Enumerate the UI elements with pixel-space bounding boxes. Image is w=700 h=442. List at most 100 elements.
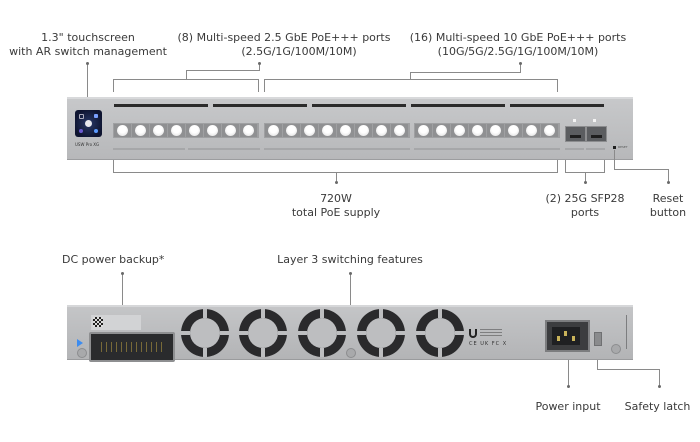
latch-leader-dot — [658, 385, 661, 388]
layer3-leader-dot — [349, 272, 352, 275]
rj45-port[interactable] — [150, 124, 167, 137]
rj45-port[interactable] — [487, 124, 504, 137]
poe-bracket-stem — [336, 172, 337, 182]
switch-front-panel: USW Pro XG RESET — [67, 97, 633, 160]
safety-latch-callout-label: Safety latch — [624, 400, 691, 413]
reset-leader-drop — [668, 169, 669, 182]
ports-10g-label-line1: (16) Multi-speed 10 GbE PoE+++ ports — [409, 31, 627, 44]
rj45-port[interactable] — [373, 124, 390, 137]
touchscreen-callout-label: 1.3" touchscreen with AR switch manageme… — [8, 31, 168, 59]
touchscreen-leader-dot — [86, 62, 89, 65]
fan-spoke-gap — [357, 331, 366, 335]
led-bar — [114, 104, 208, 107]
rj45-port[interactable] — [469, 124, 486, 137]
rj45-port[interactable] — [319, 124, 336, 137]
cooling-fan — [239, 309, 287, 357]
model-label: USW Pro XG — [75, 142, 100, 147]
rear-edge-line — [626, 315, 627, 349]
brand-logo-icon — [469, 329, 477, 338]
dc-backup-leader-line — [122, 274, 123, 305]
rj45-port[interactable] — [132, 124, 149, 137]
ports-10g-bracket-left — [264, 79, 265, 92]
poe-bracket-left — [113, 160, 114, 172]
sfp28-port-1[interactable] — [565, 126, 586, 142]
sfp28-port-2[interactable] — [586, 126, 607, 142]
rj45-port[interactable] — [433, 124, 450, 137]
ac-power-inlet[interactable] — [545, 320, 590, 352]
rj45-port[interactable] — [114, 124, 131, 137]
rj45-port[interactable] — [168, 124, 185, 137]
fan-spoke-gap — [220, 331, 229, 335]
ports-2-5g-label-line1: (8) Multi-speed 2.5 GbE PoE+++ ports — [177, 31, 391, 44]
touchscreen-display[interactable] — [75, 110, 102, 137]
screen-icon — [94, 129, 98, 133]
dc-power-connector[interactable] — [89, 332, 175, 362]
rj45-port[interactable] — [265, 124, 282, 137]
reset-leader-dot — [667, 181, 670, 184]
ground-screw — [77, 348, 87, 358]
fan-spoke-gap — [239, 331, 248, 335]
safety-latch[interactable] — [594, 332, 602, 346]
fan-spoke-gap — [261, 309, 265, 318]
reset-label-line1: Reset — [652, 192, 684, 205]
fan-spoke-gap — [379, 309, 383, 318]
fan-spoke-gap — [438, 348, 442, 357]
port-label-bar — [264, 148, 410, 150]
power-input-leader-line — [568, 360, 569, 386]
sfp28-label-line1: (2) 25G SFP28 — [545, 192, 625, 205]
touchscreen-label-line1: 1.3" touchscreen — [41, 31, 135, 44]
fan-spoke-gap — [379, 348, 383, 357]
ports-2-5g-bracket-dot — [258, 62, 261, 65]
ports-2-5g-bracket-stem — [259, 64, 260, 71]
sfp-label-bar — [586, 148, 605, 150]
rj45-port[interactable] — [301, 124, 318, 137]
ports-10g-bracket-mid — [410, 72, 411, 79]
switch-rear-panel: CE UK FC X — [67, 305, 633, 362]
power-input-callout-label: Power input — [535, 400, 601, 413]
reset-callout-label: Reset button — [638, 192, 698, 220]
layer3-callout-label: Layer 3 switching features — [277, 253, 423, 266]
fan-spoke-gap — [337, 331, 346, 335]
cooling-fan — [416, 309, 464, 357]
screen-icon — [79, 129, 83, 133]
reset-leader-down — [614, 150, 615, 170]
port-label-bar — [414, 148, 560, 150]
reset-label-line2: button — [649, 206, 687, 219]
rj45-port[interactable] — [541, 124, 558, 137]
rj45-port-group-10g-a — [264, 123, 410, 138]
rj45-port[interactable] — [283, 124, 300, 137]
rj45-port[interactable] — [523, 124, 540, 137]
latch-leader-across — [597, 369, 660, 370]
rj45-port[interactable] — [240, 124, 257, 137]
fan-spoke-gap — [298, 331, 307, 335]
ports-2-5g-bracket-top — [186, 70, 260, 71]
latch-leader-down — [597, 360, 598, 370]
ports-10g-bracket-bar — [264, 79, 558, 80]
rj45-port[interactable] — [222, 124, 239, 137]
rj45-port[interactable] — [451, 124, 468, 137]
cooling-fan — [298, 309, 346, 357]
ac-inlet-socket — [552, 327, 580, 345]
fan-spoke-gap — [396, 331, 405, 335]
sfp-bracket-right — [604, 160, 605, 172]
rj45-port[interactable] — [355, 124, 372, 137]
sfp-bracket-stem — [585, 172, 586, 182]
poe-label-line2: total PoE supply — [291, 206, 381, 219]
ac-pin — [557, 336, 560, 341]
rj45-port[interactable] — [415, 124, 432, 137]
rj45-port[interactable] — [391, 124, 408, 137]
reset-text: RESET — [618, 145, 628, 149]
rj45-port[interactable] — [186, 124, 203, 137]
led-bar — [411, 104, 505, 107]
sfp28-callout-label: (2) 25G SFP28 ports — [535, 192, 635, 220]
rj45-port[interactable] — [204, 124, 221, 137]
port-label-bar — [188, 148, 260, 150]
reset-button[interactable] — [613, 146, 616, 149]
ports-2-5g-bracket-bar — [113, 79, 259, 80]
rj45-port[interactable] — [337, 124, 354, 137]
latch-leader-drop — [659, 369, 660, 386]
fan-spoke-gap — [203, 309, 207, 318]
rj45-port[interactable] — [505, 124, 522, 137]
ports-10g-bracket-top — [410, 72, 521, 73]
screen-icon — [94, 114, 98, 118]
